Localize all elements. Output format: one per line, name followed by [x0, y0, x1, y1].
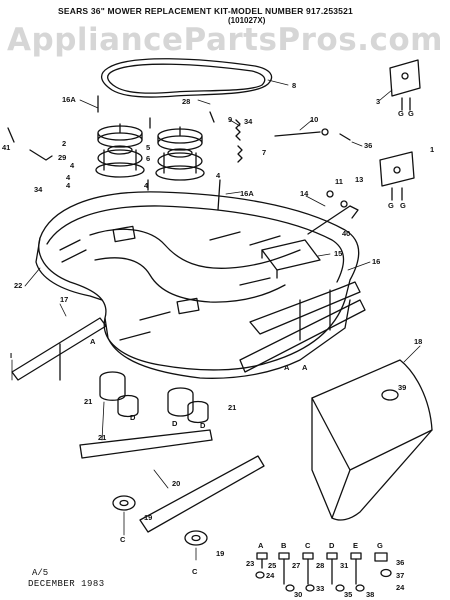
callout-label: E	[353, 541, 358, 550]
callout-label: A	[302, 363, 308, 372]
deck-side-rail	[239, 281, 366, 373]
discharge-chute	[311, 359, 433, 521]
spring-and-bolts-top	[7, 95, 243, 211]
callout-label: 38	[366, 590, 374, 599]
callout-label: 27	[292, 561, 300, 570]
right-spindle-pulley	[155, 126, 205, 181]
blade-adapter-washers	[112, 495, 208, 546]
callout-label: 5	[146, 143, 150, 152]
callout-label: D	[329, 541, 335, 550]
callout-label: 3	[376, 97, 380, 106]
front-deflector-bar	[11, 317, 107, 381]
callout-label: 21	[84, 397, 92, 406]
callout-label: 9	[228, 115, 232, 124]
watermark-text: AppliancePartsPros.com	[7, 22, 443, 58]
callout-label: 34	[34, 185, 43, 194]
callout-label: G	[377, 541, 383, 550]
diagram-subtitle: (101027X)	[228, 16, 266, 25]
drive-belt	[101, 58, 273, 98]
callout-label: G	[398, 109, 404, 118]
callout-label: 18	[414, 337, 422, 346]
callout-label: 19	[216, 549, 224, 558]
callout-label: D	[200, 421, 206, 430]
callout-label: 2	[62, 139, 66, 148]
callout-label: G	[408, 109, 414, 118]
bracket-part-1	[379, 151, 415, 201]
callout-label: 35	[344, 590, 352, 599]
callout-label: 17	[60, 295, 68, 304]
callout-label: 11	[335, 177, 343, 186]
callout-label: G	[388, 201, 394, 210]
callout-labels: 8 3 16A 28 9 10 34 1 2 41 7 36 29 5 6 4 …	[2, 81, 434, 599]
callout-label: 4	[216, 171, 221, 180]
callout-label: I	[10, 351, 12, 360]
callout-label: 4	[144, 181, 149, 190]
callout-label: 4	[70, 161, 75, 170]
callout-label: 10	[310, 115, 318, 124]
callout-label: B	[281, 541, 287, 550]
idler-arm-rod	[274, 128, 359, 235]
bracket-part-3	[389, 59, 421, 111]
drawing-code: A/5	[32, 568, 49, 578]
callout-label: D	[172, 419, 178, 428]
callout-label: 40	[342, 229, 350, 238]
callout-label: 14	[300, 189, 309, 198]
blade-adapter-hubs	[99, 371, 209, 424]
callout-label: 20	[172, 479, 180, 488]
callout-label: 16A	[240, 189, 254, 198]
left-spindle-pulley	[95, 123, 145, 178]
callout-label: 36	[396, 558, 404, 567]
callout-label: 41	[2, 143, 10, 152]
mower-blade-left	[79, 429, 213, 459]
callout-label: 7	[262, 148, 266, 157]
callout-label: 21	[98, 433, 106, 442]
callout-label: 24	[396, 583, 405, 592]
callout-label: 30	[294, 590, 302, 599]
callout-label: 29	[58, 153, 66, 162]
callout-label: C	[305, 541, 311, 550]
callout-label: 8	[292, 81, 296, 90]
callout-label: 22	[14, 281, 22, 290]
callout-label: 25	[268, 561, 276, 570]
callout-label: 4	[66, 173, 71, 182]
callout-label: 31	[340, 561, 348, 570]
callout-label: 34	[244, 117, 253, 126]
callout-label: G	[400, 201, 406, 210]
callout-label: 24	[266, 571, 275, 580]
callout-label: A	[258, 541, 264, 550]
callout-label: 16A	[62, 95, 76, 104]
callout-label: C	[120, 535, 126, 544]
callout-label: 36	[364, 141, 372, 150]
callout-label: 33	[316, 584, 324, 593]
callout-label: 1	[430, 145, 434, 154]
callout-label: A	[284, 363, 290, 372]
hardware-legend-row	[255, 552, 392, 592]
callout-label: 37	[396, 571, 404, 580]
drawing-date: DECEMBER 1983	[28, 579, 105, 589]
callout-label: 19	[144, 513, 152, 522]
callout-label: 13	[355, 175, 363, 184]
callout-label: C	[192, 567, 198, 576]
callout-label: 6	[146, 154, 150, 163]
callout-leader-lines	[11, 79, 421, 561]
callout-label: 21	[228, 403, 236, 412]
callout-label: 4	[66, 181, 71, 190]
callout-label: A	[90, 337, 96, 346]
callout-label: 39	[398, 383, 406, 392]
callout-label: D	[130, 413, 136, 422]
callout-label: 16	[372, 257, 380, 266]
callout-label: 23	[246, 559, 254, 568]
mower-blade-right	[139, 455, 265, 533]
diagram-title: SEARS 36" MOWER REPLACEMENT KIT-MODEL NU…	[58, 6, 353, 16]
callout-label: 28	[316, 561, 324, 570]
callout-label: 15	[334, 249, 342, 258]
deck-support-bracket	[261, 239, 321, 279]
mower-deck-housing	[35, 191, 360, 379]
callout-label: 28	[182, 97, 190, 106]
